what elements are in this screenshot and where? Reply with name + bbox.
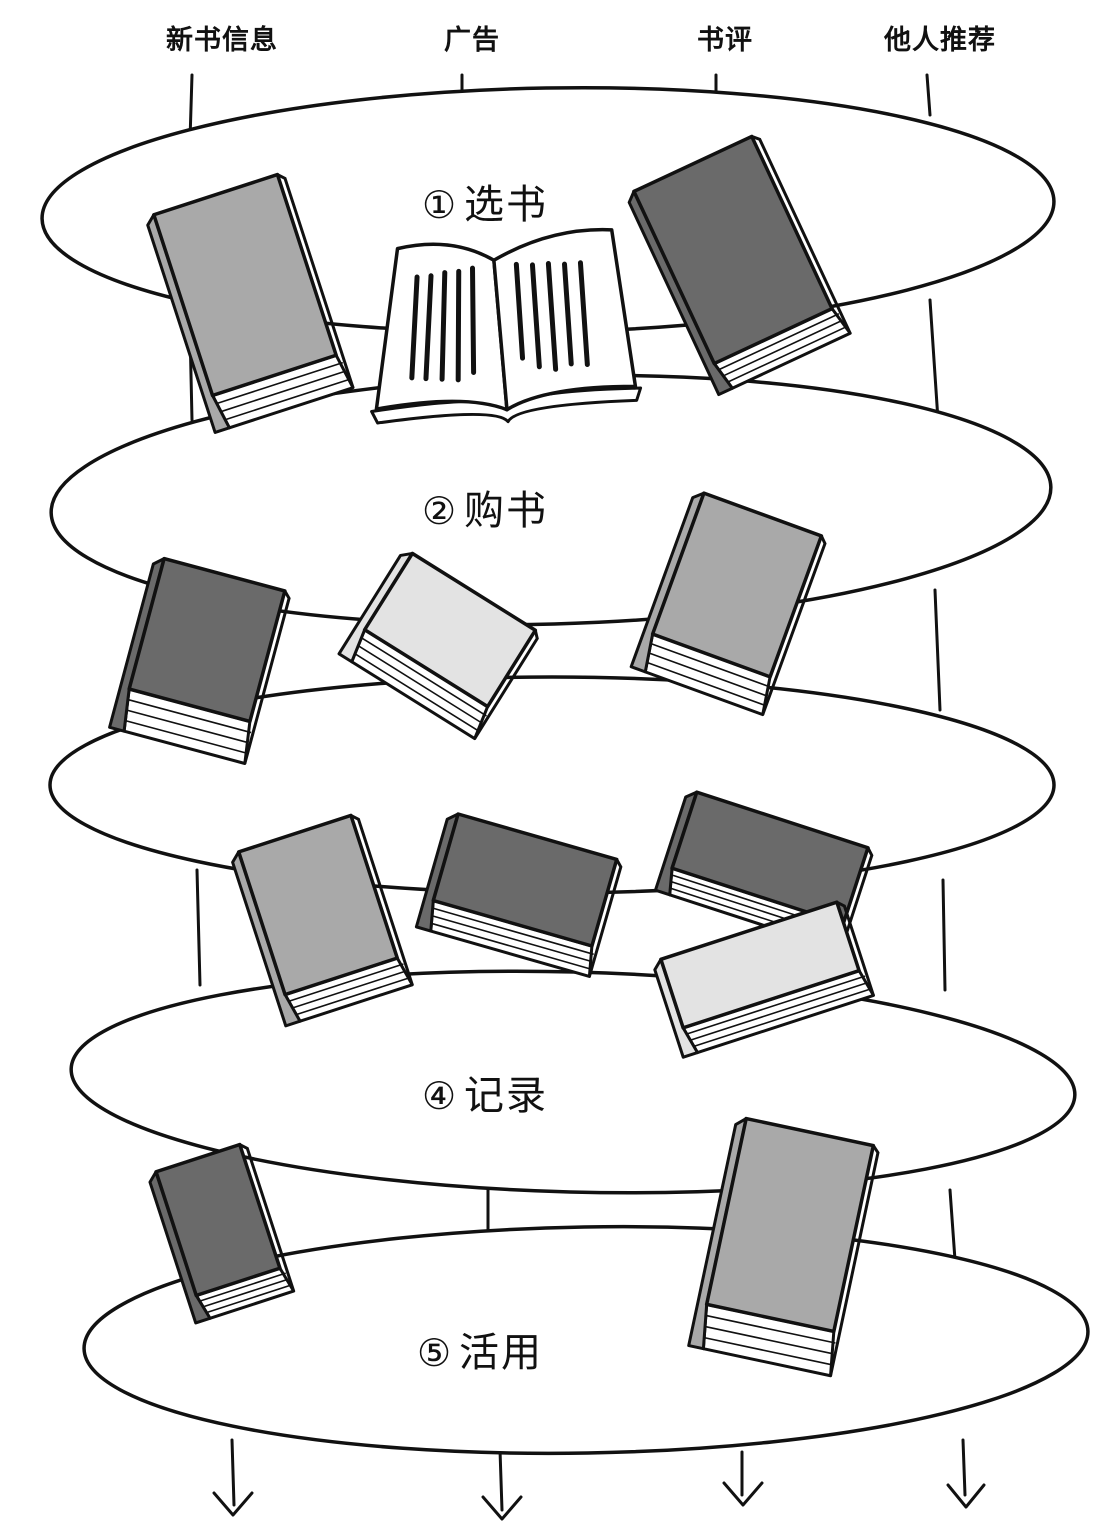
arrow-4-icon [946, 1483, 986, 1509]
step-text-record: 记录 [464, 1073, 549, 1119]
source-label-new-book-info: 新书信息 [166, 25, 278, 56]
flow-line-left [188, 73, 236, 1507]
step-text-buy: 购书 [464, 488, 549, 534]
book-use-left-icon [148, 1142, 296, 1325]
flow-line-right [925, 73, 967, 1497]
open-book-select-icon [370, 227, 643, 425]
step-number-buy: ② [421, 489, 459, 533]
step-text-use: 活用 [459, 1330, 544, 1376]
source-label-reviews: 书评 [697, 25, 753, 56]
book-read-right-top-icon [653, 790, 874, 952]
book-buy-center-icon [337, 551, 539, 741]
book-use-right-icon [687, 1116, 880, 1378]
arrow-3-icon [722, 1481, 764, 1507]
source-label-ads: 广告 [444, 25, 500, 56]
arrow-2-icon [481, 1495, 523, 1521]
step-number-record: ④ [421, 1074, 459, 1118]
book-buy-right-icon [629, 491, 827, 717]
book-buy-left-icon [108, 556, 291, 765]
book-select-right-icon [627, 134, 852, 397]
book-read-right-bottom-icon [653, 900, 875, 1059]
book-read-left-icon [231, 813, 414, 1028]
step-text-select: 选书 [464, 182, 549, 228]
step-number-use: ⑤ [416, 1331, 454, 1375]
book-read-center-icon [414, 812, 623, 978]
arrow-1-icon [212, 1491, 254, 1517]
source-label-recommendations: 他人推荐 [884, 25, 996, 56]
step-number-select: ① [421, 183, 459, 227]
book-select-left-icon [146, 172, 355, 434]
